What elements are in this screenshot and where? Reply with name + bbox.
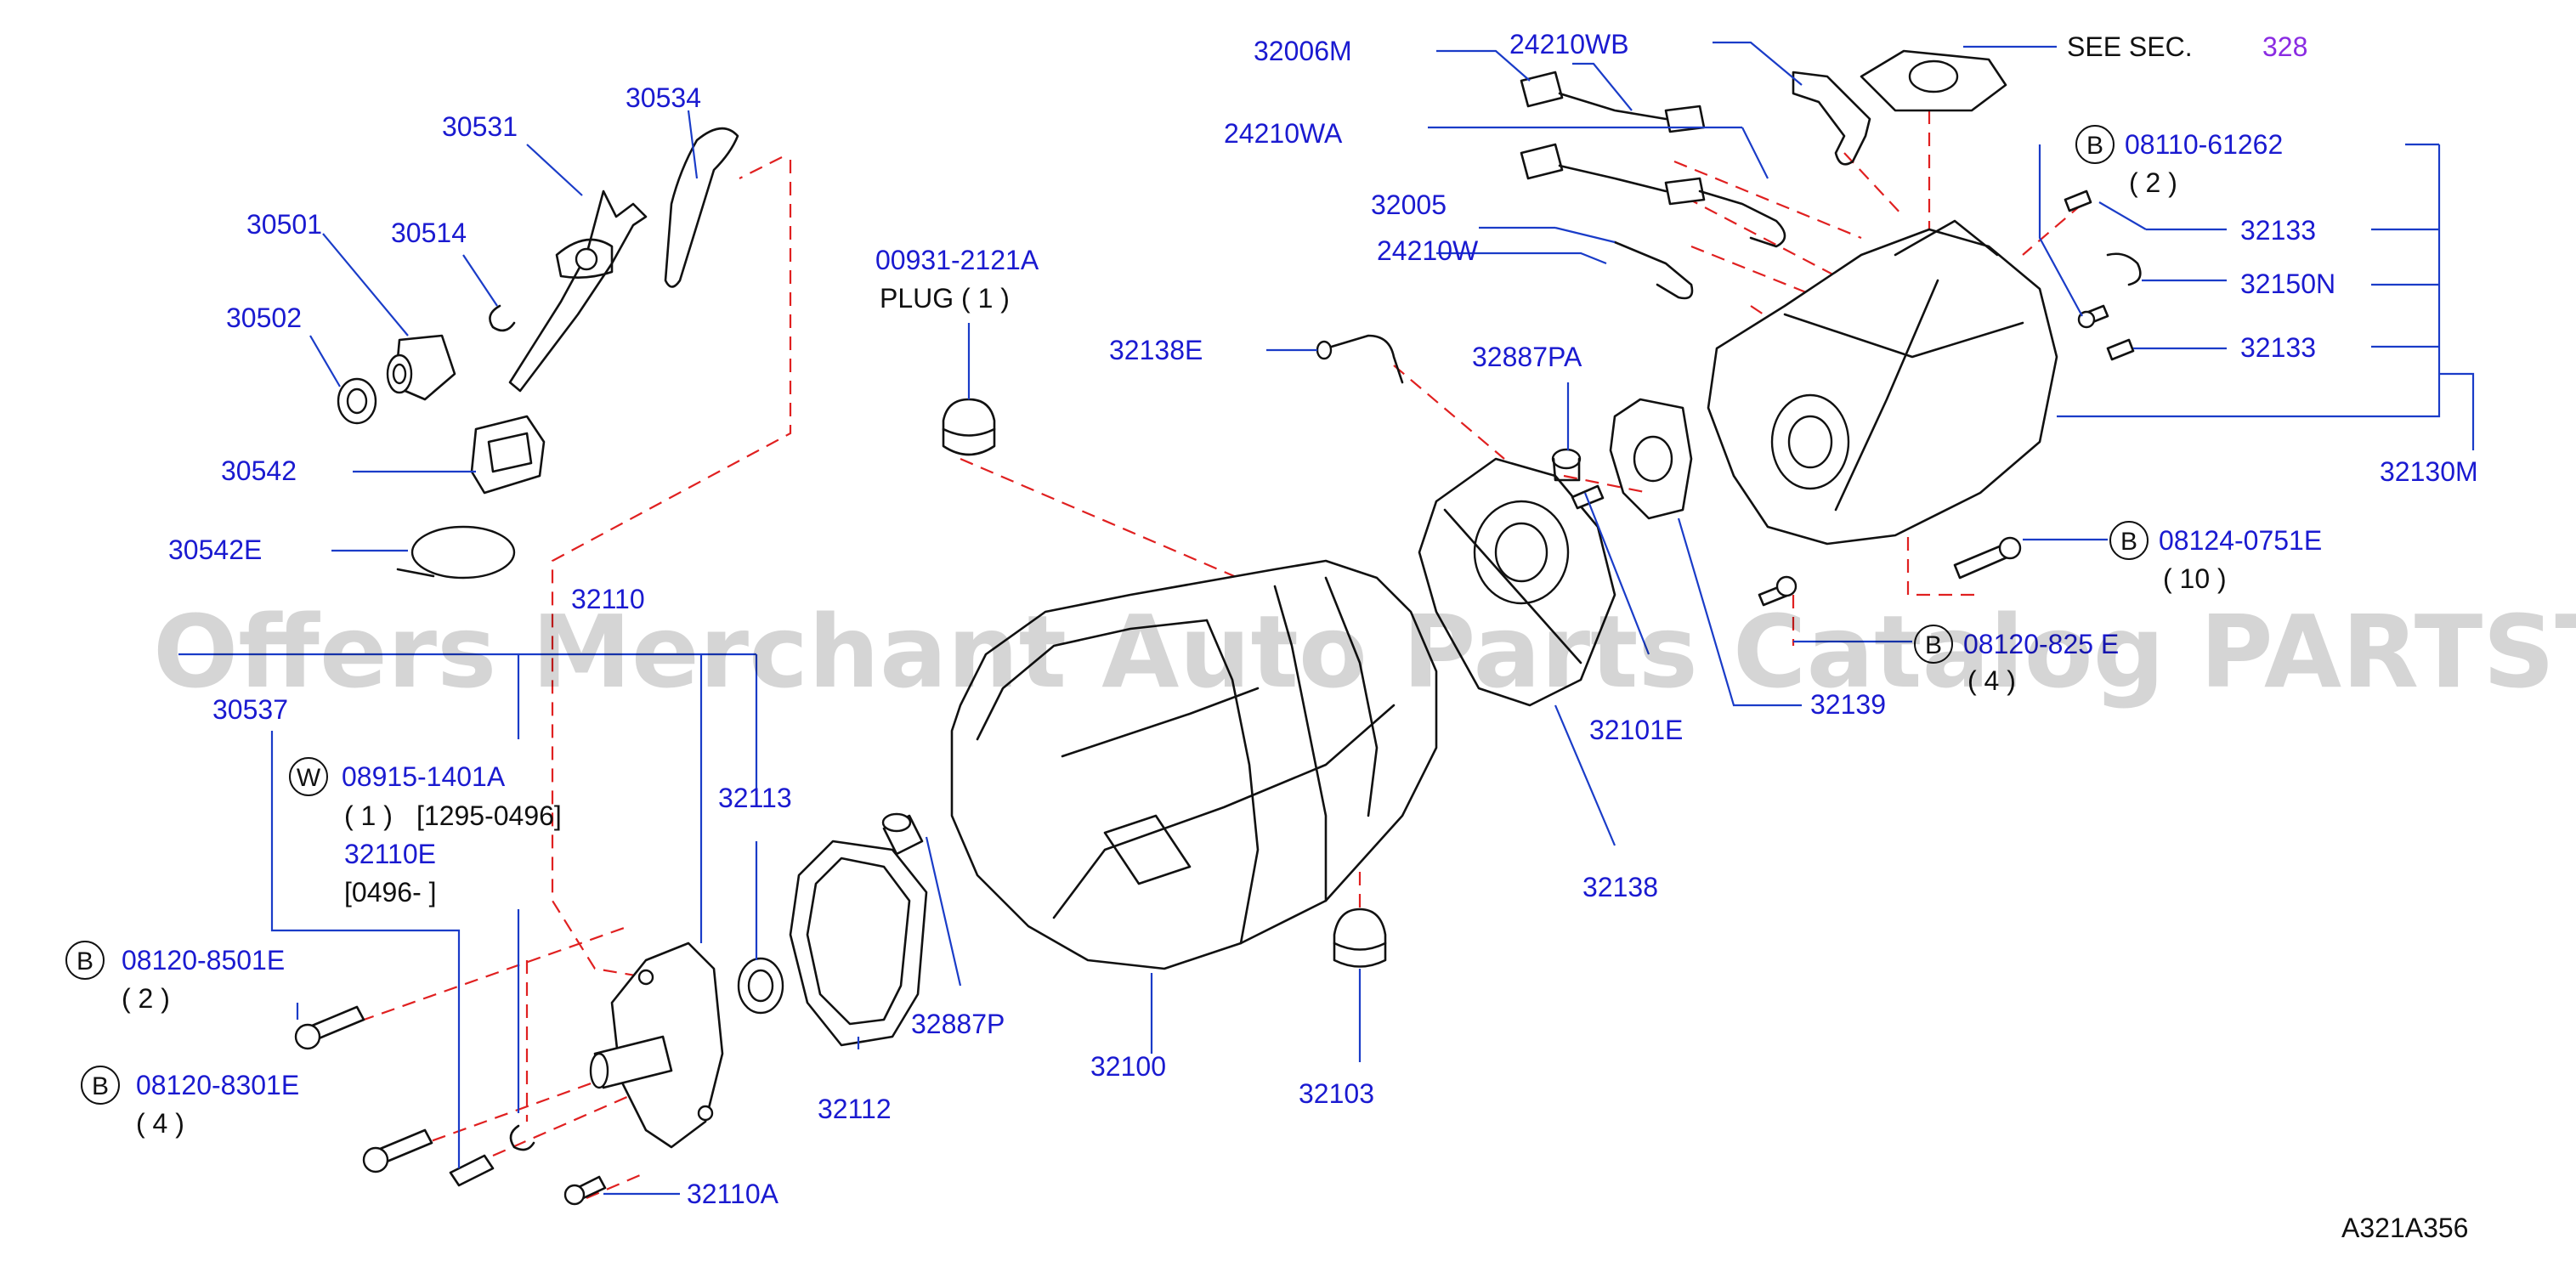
circle-markers: W B B B B B <box>65 125 2149 1105</box>
label-32110A[interactable]: 32110A <box>687 1179 779 1209</box>
part-32110-front-cover[interactable] <box>589 942 724 1149</box>
label-24210WB[interactable]: 24210WB <box>1509 29 1629 59</box>
label-24210WA[interactable]: 24210WA <box>1224 118 1343 149</box>
bolt-08124-0751E[interactable] <box>1953 536 2022 580</box>
switch-32006M[interactable] <box>1520 71 1706 133</box>
label-32138[interactable]: 32138 <box>1582 872 1658 902</box>
part-top-cover-sec-328[interactable] <box>1860 49 2007 112</box>
label-32150N[interactable]: 32150N <box>2240 269 2335 299</box>
label-30502[interactable]: 30502 <box>226 303 302 333</box>
label-32103[interactable]: 32103 <box>1299 1078 1374 1109</box>
part-30534-clip[interactable] <box>664 127 739 288</box>
label-32112[interactable]: 32112 <box>818 1094 892 1124</box>
leader-lines <box>178 41 2475 1196</box>
circle-letter-b2: B <box>92 1072 109 1100</box>
part-30531-fork[interactable] <box>508 189 648 393</box>
label-32110[interactable]: 32110 <box>571 584 645 614</box>
bracket-harness[interactable] <box>1792 71 1871 166</box>
circle-letter-b4: B <box>2120 528 2137 556</box>
label-32887P[interactable]: 32887P <box>911 1009 1005 1039</box>
label-08915-qty: ( 1 ) <box>344 800 393 831</box>
part-32103-plug[interactable] <box>1333 908 1387 968</box>
label-08120-825E[interactable]: 08120-825 E <box>1963 629 2119 659</box>
part-32130M-extension-housing[interactable] <box>1707 219 2058 546</box>
pin-30537[interactable] <box>449 1154 495 1187</box>
part-30514-clip[interactable] <box>489 304 516 332</box>
label-08120-8301E-qty: ( 4 ) <box>136 1108 184 1139</box>
label-see-sec-328[interactable]: 328 <box>2262 31 2307 62</box>
label-32110E-range: [0496- ] <box>344 877 437 908</box>
label-30542E[interactable]: 30542E <box>168 534 262 565</box>
label-08110-qty: ( 2 ) <box>2129 167 2177 198</box>
part-00931-plug[interactable] <box>942 398 996 456</box>
part-32112-gasket[interactable] <box>789 840 928 1047</box>
bolt-08120-8501E[interactable] <box>294 1005 365 1050</box>
label-08120-8501E[interactable]: 08120-8501E <box>122 945 285 975</box>
part-labels: 30534 30531 30501 30514 30502 30542 3054… <box>122 29 2478 1243</box>
label-08124-0751E[interactable]: 08124-0751E <box>2159 525 2322 556</box>
label-00931-plug: PLUG ( 1 ) <box>880 283 1010 314</box>
clip-32110E[interactable] <box>509 1124 535 1151</box>
part-32139-gasket[interactable] <box>1609 398 1693 520</box>
label-24210W[interactable]: 24210W <box>1377 235 1479 266</box>
bolt-32110A[interactable] <box>563 1175 607 1206</box>
part-30542E-band[interactable] <box>396 525 516 580</box>
label-32006M[interactable]: 32006M <box>1254 36 1352 66</box>
label-32110E[interactable]: 32110E <box>344 839 436 869</box>
label-32100[interactable]: 32100 <box>1090 1051 1166 1082</box>
part-32101E-adapter-plate[interactable] <box>1418 457 1616 707</box>
part-32887PA-bushing[interactable] <box>1551 448 1582 482</box>
label-32101E[interactable]: 32101E <box>1589 715 1683 745</box>
label-32133-upper[interactable]: 32133 <box>2240 215 2316 246</box>
watermark: Offers Merchant Auto Parts Catalog PARTS… <box>153 593 2576 710</box>
label-32138E[interactable]: 32138E <box>1109 335 1203 365</box>
label-30531[interactable]: 30531 <box>442 111 518 142</box>
switch-32005[interactable] <box>1520 143 1786 248</box>
label-32113[interactable]: 32113 <box>718 783 792 813</box>
label-08110-61262[interactable]: 08110-61262 <box>2125 129 2283 160</box>
part-32113-oil-seal[interactable] <box>737 957 784 1015</box>
label-08120-8501E-qty: ( 2 ) <box>122 983 170 1014</box>
label-08124-qty: ( 10 ) <box>2163 563 2227 594</box>
label-30534[interactable]: 30534 <box>626 82 701 113</box>
label-30542[interactable]: 30542 <box>221 455 297 486</box>
label-08915-1401A[interactable]: 08915-1401A <box>342 761 506 792</box>
bolt-08120-825E[interactable] <box>1758 575 1798 607</box>
clip-32150N[interactable] <box>2106 252 2142 286</box>
part-32887P-bushing[interactable] <box>881 812 924 856</box>
label-32139[interactable]: 32139 <box>1810 689 1886 720</box>
part-32138E-breather[interactable] <box>1316 334 1404 384</box>
part-32100-transmission-case[interactable] <box>950 559 1438 970</box>
label-30537[interactable]: 30537 <box>212 694 288 725</box>
label-see-sec: SEE SEC. <box>2067 31 2193 62</box>
part-30502-seal[interactable] <box>337 377 377 425</box>
label-08120-8301E[interactable]: 08120-8301E <box>136 1070 299 1100</box>
pin-32133-upper[interactable] <box>2064 189 2092 212</box>
label-00931-2121A[interactable]: 00931-2121A <box>875 245 1039 275</box>
circle-letter-w: W <box>297 764 321 792</box>
bolt-08120-8301E[interactable] <box>362 1128 433 1173</box>
label-32005[interactable]: 32005 <box>1371 189 1447 220</box>
drawing-code: A321A356 <box>2341 1213 2468 1243</box>
pin-32133-lower[interactable] <box>2106 338 2135 361</box>
part-30501-release-bearing[interactable] <box>386 334 456 401</box>
label-08120-825E-qty: ( 4 ) <box>1967 665 2016 696</box>
circle-letter-b3: B <box>2086 132 2103 160</box>
label-32133-lower[interactable]: 32133 <box>2240 332 2316 363</box>
label-32887PA[interactable]: 32887PA <box>1472 342 1582 372</box>
circle-letter-b1: B <box>76 947 93 975</box>
part-30542-boot[interactable] <box>470 415 546 495</box>
circle-letter-b5: B <box>1925 631 1942 659</box>
bolt-08110-61262[interactable] <box>2077 304 2109 329</box>
label-32130M[interactable]: 32130M <box>2380 456 2478 487</box>
label-30514[interactable]: 30514 <box>391 218 467 248</box>
label-30501[interactable]: 30501 <box>246 209 322 240</box>
harness-24210W[interactable] <box>1613 240 1694 300</box>
label-08915-range: [1295-0496] <box>416 800 562 831</box>
